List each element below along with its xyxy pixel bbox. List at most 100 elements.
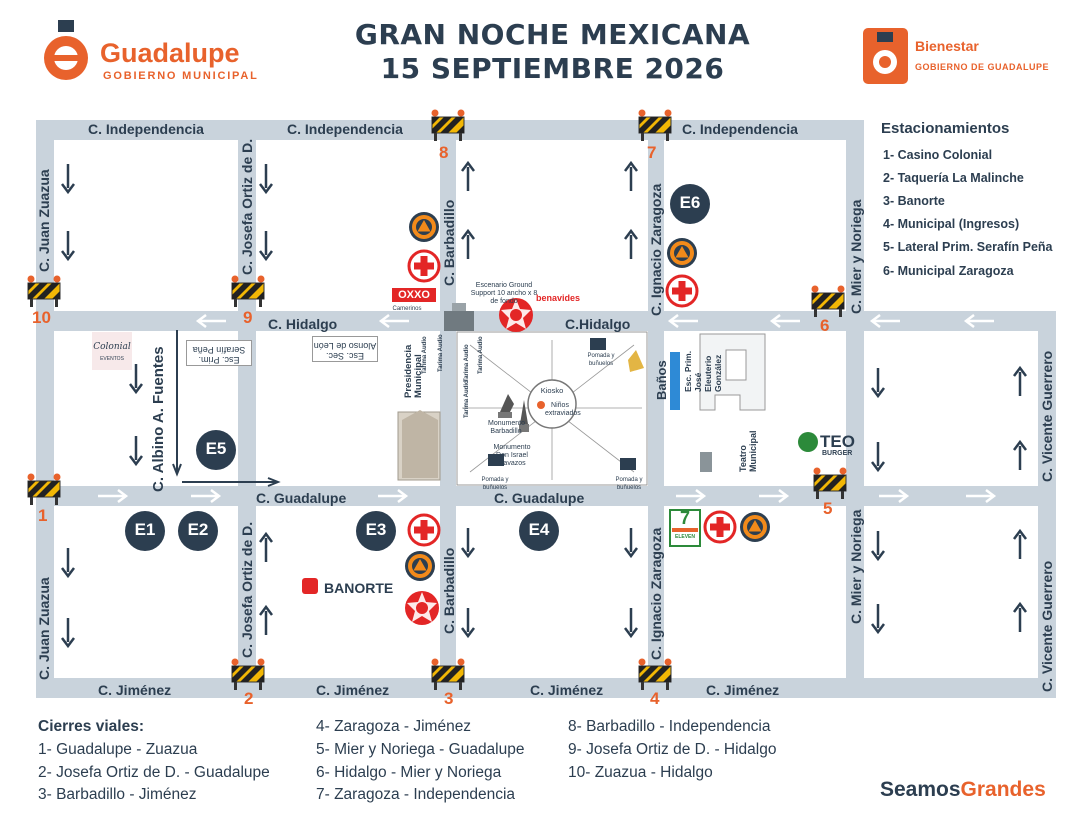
- monument-icon: [520, 400, 528, 424]
- closure-number: 1: [38, 506, 48, 525]
- brand-part1: Seamos: [880, 778, 961, 801]
- logo-bienestar-sub: GOBIERNO DE GUADALUPE: [915, 62, 1050, 72]
- kiosko-label: Kiosko: [540, 386, 564, 395]
- street-label-jimenez: C. Jiménez: [706, 682, 780, 698]
- benavides-label: benavides: [536, 293, 581, 303]
- theater-label: Teatro Municipal: [738, 430, 758, 472]
- parking-legend-item: 2- Taquería La Malinche: [883, 171, 1024, 185]
- monument-barbadillo-label: Monumento Barbadillo: [488, 420, 525, 435]
- protection-civil-icon: [740, 512, 770, 542]
- street-label-juan-zuazua: C. Juan Zuazua: [36, 169, 52, 272]
- parking-legend-item: 4- Municipal (Ingresos): [883, 217, 1020, 231]
- stage-audio-label: Tarima Audio: [464, 380, 470, 418]
- closure-item: 10- Zuazua - Hidalgo: [568, 764, 713, 781]
- arrow-down-icon: [870, 366, 886, 398]
- arrow-down-icon: [623, 606, 639, 638]
- street-grid: [36, 120, 1056, 698]
- closure-item: 9- Josefa Ortiz de D. - Hidalgo: [568, 741, 777, 758]
- street-label-hidalgo: C. Hidalgo: [268, 316, 338, 332]
- oxxo-logo: [392, 288, 436, 302]
- street-label-zaragoza: C. Ignacio Zaragoza: [648, 183, 664, 316]
- street-label-jimenez: C. Jiménez: [98, 682, 172, 698]
- food-stall-label: Pomada y buñuelos: [587, 353, 615, 367]
- street-label-independencia: C. Independencia: [287, 121, 403, 137]
- stage-audio-label: Tarima Audio: [464, 344, 470, 382]
- bienestar-logo: [863, 28, 908, 84]
- kiosko-shape: [527, 379, 577, 429]
- red-cross-icon: [407, 249, 441, 283]
- closure-number: 3: [444, 689, 454, 708]
- buildings: [397, 303, 766, 481]
- protection-civil-icon: [405, 551, 435, 581]
- arrow-up-icon: [460, 161, 476, 193]
- arrow-down-icon: [870, 602, 886, 634]
- closure-number: 10: [32, 308, 51, 327]
- parking-marker-e4: E4: [528, 520, 550, 539]
- banorte-label: BANORTE: [324, 580, 394, 596]
- logo-guadalupe-name: Guadalupe: [100, 38, 240, 68]
- food-stall-icon: [488, 454, 504, 466]
- street-label-mier: C. Mier y Noriega: [848, 199, 864, 314]
- dressing-rooms-label: Camerinos: [392, 306, 422, 312]
- street-label-independencia: C. Independencia: [682, 121, 798, 137]
- colonial-label: Colonial: [93, 342, 131, 352]
- arrow-up-icon: [1012, 440, 1028, 472]
- event-title: GRAN NOCHE MEXICANA: [354, 18, 751, 51]
- stage-audio-label: Tarima Audio: [478, 336, 484, 374]
- stage-audio-label: Tarima Audio: [422, 336, 428, 374]
- albino-route: [172, 330, 281, 487]
- teo-label: TEO: [820, 432, 855, 451]
- street-label-guadalupe: C. Guadalupe: [256, 490, 347, 506]
- parking-marker-e3: E3: [365, 520, 387, 539]
- closure-item: 7- Zaragoza - Independencia: [316, 786, 516, 803]
- street-label-vicente: C. Vicente Guerrero: [1039, 350, 1055, 482]
- closure-item: 1- Guadalupe - Zuazua: [38, 741, 198, 758]
- arrow-down-icon: [460, 526, 476, 558]
- restrooms-label: Baños: [654, 360, 669, 400]
- arrow-down-icon: [60, 229, 76, 261]
- brand-part2: Grandes: [960, 778, 1046, 801]
- arrow-down-icon: [60, 162, 76, 194]
- arrow-up-icon: [1012, 602, 1028, 634]
- arrow-down-icon: [60, 546, 76, 578]
- closure-number: 6: [820, 316, 830, 335]
- monument-icon: [628, 350, 644, 372]
- parking-legend-title: Estacionamientos: [881, 120, 1010, 137]
- closure-number: 4: [650, 689, 660, 708]
- street-label-barbadillo: C. Barbadillo: [441, 547, 457, 634]
- street-label-jimenez: C. Jiménez: [530, 682, 604, 698]
- arrow-up-icon: [258, 532, 274, 564]
- closure-number: 8: [439, 143, 449, 162]
- street-label-vicente: C. Vicente Guerrero: [1039, 560, 1055, 692]
- arrow-down-icon: [128, 434, 144, 466]
- parking-legend-item: 6- Municipal Zaragoza: [883, 264, 1014, 278]
- firefighters-icon: [405, 591, 439, 625]
- arrow-up-icon: [460, 229, 476, 261]
- stage-audio-label: Tarima Audio: [438, 334, 444, 372]
- seven-eleven-sub-label: ELEVEN: [674, 534, 695, 540]
- food-stall-icon: [590, 338, 606, 350]
- arrow-down-icon: [460, 606, 476, 638]
- colonial-logo: [92, 332, 132, 370]
- logo-bienestar-name: Bienestar: [915, 38, 979, 54]
- stage-label: Escenario Ground Support 10 ancho x 8 de…: [470, 282, 538, 305]
- arrow-down-icon: [258, 229, 274, 261]
- parking-legend-item: 1- Casino Colonial: [883, 148, 993, 162]
- street-label-independencia: C. Independencia: [88, 121, 204, 137]
- closure-item: 5- Mier y Noriega - Guadalupe: [316, 741, 525, 758]
- street-label-josefa: C. Josefa Ortiz de D.: [239, 138, 255, 275]
- parking-markers: [125, 184, 710, 551]
- arrow-down-icon: [258, 162, 274, 194]
- seven-eleven-label: 7: [679, 508, 690, 528]
- closure-item: 6- Hidalgo - Mier y Noriega: [316, 764, 502, 781]
- street-label-barbadillo: C. Barbadillo: [441, 199, 457, 286]
- closure-number: 2: [244, 689, 254, 708]
- street-label-albino: C. Albino A. Fuentes: [150, 346, 167, 492]
- closure-number: 5: [823, 499, 833, 518]
- closure-number: 7: [647, 143, 657, 162]
- arrow-up-icon: [1012, 529, 1028, 561]
- street-label-jimenez: C. Jiménez: [316, 682, 390, 698]
- street-label-mier: C. Mier y Noriega: [848, 509, 864, 624]
